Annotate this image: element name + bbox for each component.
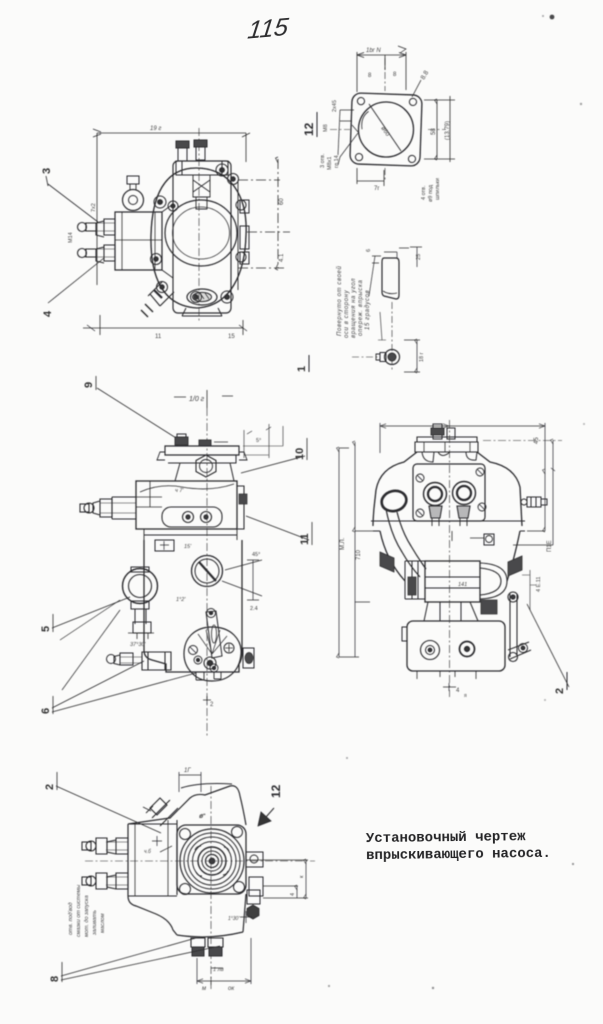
svg-text:18 г: 18 г bbox=[419, 352, 425, 362]
svg-text:2: 2 bbox=[44, 784, 56, 790]
svg-text:710: 710 bbox=[356, 549, 362, 560]
svg-text:7г: 7г bbox=[374, 186, 380, 192]
svg-text:25: 25 bbox=[416, 254, 422, 260]
svg-text:15': 15' bbox=[184, 544, 192, 550]
svg-text:ч.б: ч.б bbox=[144, 849, 151, 855]
svg-text:М8: М8 bbox=[323, 124, 329, 132]
svg-text:Повернуто от своей: Повернуто от своей bbox=[336, 266, 343, 336]
svg-text:7х2: 7х2 bbox=[91, 203, 97, 212]
svg-text:15 градусов: 15 градусов bbox=[365, 290, 371, 330]
svg-text:маслом: маслом bbox=[100, 913, 106, 933]
svg-text:5°: 5° bbox=[256, 438, 261, 444]
svg-text:12: 12 bbox=[269, 784, 283, 798]
svg-text:4 отв.: 4 отв. bbox=[421, 185, 427, 200]
svg-text:58: 58 bbox=[431, 128, 437, 135]
svg-text:к: к bbox=[299, 875, 305, 878]
svg-text:ø9 под: ø9 под bbox=[428, 184, 434, 202]
svg-text:1br N: 1br N bbox=[366, 48, 381, 54]
svg-text:М8х1: М8х1 bbox=[327, 157, 333, 170]
svg-text:45: 45 bbox=[534, 437, 540, 444]
svg-text:М.Л.: М.Л. bbox=[340, 537, 346, 550]
svg-text:ч 7': ч 7' bbox=[175, 488, 184, 494]
svg-text:3: 3 bbox=[41, 168, 53, 174]
svg-text:4: 4 bbox=[42, 310, 54, 317]
svg-text:45°: 45° bbox=[252, 552, 260, 558]
svg-text:2х45: 2х45 bbox=[332, 100, 338, 112]
svg-text:1°30': 1°30' bbox=[228, 916, 240, 922]
svg-text:1°2': 1°2' bbox=[176, 597, 186, 603]
svg-text:19 г: 19 г bbox=[150, 126, 161, 132]
svg-text:60: 60 bbox=[279, 198, 285, 205]
svg-text:гл.14: гл.14 bbox=[334, 155, 340, 168]
svg-text:8: 8 bbox=[49, 976, 61, 982]
svg-text:опереж. впрыска: опереж. впрыска bbox=[358, 280, 364, 336]
svg-text:м: м bbox=[202, 986, 206, 992]
svg-text:8: 8 bbox=[368, 73, 372, 79]
svg-text:6: 6 bbox=[366, 249, 372, 252]
svg-text:15: 15 bbox=[228, 334, 235, 340]
svg-text:141: 141 bbox=[458, 582, 467, 588]
svg-text:0'': 0'' bbox=[200, 814, 206, 820]
svg-text:6: 6 bbox=[40, 708, 52, 714]
svg-text:11: 11 bbox=[155, 334, 162, 340]
svg-text:8.8: 8.8 bbox=[420, 69, 431, 81]
svg-text:(13.79): (13.79) bbox=[445, 121, 451, 140]
svg-text:5: 5 bbox=[40, 626, 52, 632]
svg-text:М14: М14 bbox=[68, 232, 74, 243]
svg-text:ок: ок bbox=[228, 986, 235, 992]
svg-text:смазки от системы: смазки от системы bbox=[76, 885, 82, 937]
svg-text:ø60: ø60 bbox=[379, 126, 390, 138]
svg-text:вращения на угол: вращения на угол bbox=[351, 278, 357, 338]
svg-text:ø'': ø'' bbox=[199, 814, 206, 820]
svg-text:1: 1 bbox=[296, 366, 308, 372]
svg-text:я: я bbox=[464, 693, 467, 699]
svg-text:4 Е.11: 4 Е.11 bbox=[536, 577, 542, 593]
svg-text:отв. под'вод: отв. под'вод bbox=[68, 902, 74, 935]
svg-text:2: 2 bbox=[210, 702, 214, 708]
svg-text:37°30': 37°30' bbox=[130, 642, 146, 648]
svg-text:заливать: заливать bbox=[92, 910, 98, 936]
svg-text:4: 4 bbox=[290, 893, 296, 896]
svg-text:4.1: 4.1 bbox=[279, 253, 285, 262]
svg-text:4: 4 bbox=[456, 688, 460, 694]
svg-text:1Г: 1Г bbox=[184, 768, 191, 774]
svg-text:шпильки: шпильки bbox=[435, 178, 441, 200]
svg-text:12: 12 bbox=[302, 122, 316, 136]
svg-text:1 лв: 1 лв bbox=[213, 967, 224, 973]
svg-text:11: 11 bbox=[299, 533, 311, 545]
svg-text:9: 9 bbox=[83, 382, 95, 388]
svg-text:П1Е: П1Е bbox=[547, 540, 553, 552]
svg-text:мот. до запуска: мот. до запуска bbox=[84, 895, 90, 937]
svg-text:1/0 г: 1/0 г bbox=[189, 396, 205, 403]
svg-text:8: 8 bbox=[393, 72, 397, 78]
svg-text:2: 2 bbox=[554, 688, 566, 694]
svg-text:оси в сторону: оси в сторону bbox=[344, 289, 350, 338]
svg-text:3 отв.: 3 отв. bbox=[320, 153, 326, 168]
svg-text:2.4: 2.4 bbox=[250, 606, 258, 612]
